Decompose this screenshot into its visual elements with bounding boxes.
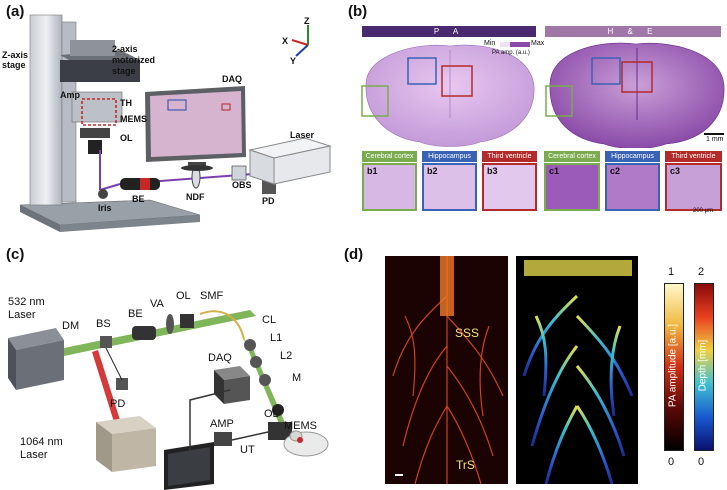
- label-two-axis-stage: 2-axis motorized stage: [112, 44, 156, 76]
- panel-a-label: (a): [6, 3, 25, 20]
- thumb-c1-label: c1: [549, 166, 560, 176]
- axis-label-y: Y: [290, 56, 297, 66]
- scale-bar-1mm: 1 mm: [706, 136, 724, 143]
- tag-hippocampus-pa: Hippocampus: [422, 151, 477, 162]
- label-z-stage: Z-axis stage: [2, 50, 29, 70]
- label-amp-c: AMP: [210, 418, 234, 430]
- label-pd: PD: [262, 196, 275, 206]
- legend-min: Min: [484, 40, 496, 47]
- label-pd-c: PD: [110, 398, 126, 410]
- label-ol: OL: [120, 133, 133, 143]
- label-cl: CL: [262, 314, 277, 326]
- thumb-b1-label: b1: [367, 166, 378, 176]
- colorbar-depth: [694, 283, 714, 451]
- tag-hippocampus-he: Hippocampus: [605, 151, 660, 162]
- label-th: TH: [120, 98, 132, 108]
- thumb-c2-label: c2: [610, 166, 621, 176]
- tag-third-ventricle-he: Third ventricle: [665, 151, 722, 162]
- label-ndf: NDF: [186, 192, 205, 202]
- panel-b-label: (b): [348, 3, 368, 20]
- thumb-b2: b2: [422, 163, 477, 211]
- label-iris: Iris: [98, 203, 112, 213]
- label-ol-c: OL: [176, 290, 191, 302]
- label-ut: UT: [240, 444, 255, 456]
- thumb-c1: c1: [544, 163, 600, 211]
- panel-c-label: (c): [6, 246, 25, 263]
- colorbar-pa-amplitude: [664, 283, 684, 451]
- legend-title: PA amp. (a.u.): [492, 50, 530, 56]
- tag-third-ventricle-pa: Third ventricle: [482, 151, 537, 162]
- label-smf: SMF: [200, 290, 224, 302]
- label-mems-c: MEMS: [284, 420, 317, 432]
- thumb-c3-label: c3: [670, 166, 681, 176]
- colorbar-depth-top: 2: [698, 266, 705, 278]
- thumb-b3-label: b3: [487, 166, 498, 176]
- colorbar-depth-bottom: 0: [698, 456, 705, 468]
- legend-max: Max: [531, 40, 545, 47]
- brain-images: [361, 42, 725, 148]
- label-amp: Amp: [60, 90, 80, 100]
- thumb-b1: b1: [362, 163, 417, 211]
- label-1064-laser: 1064 nm Laser: [20, 436, 63, 461]
- axis-label-x: X: [282, 36, 289, 46]
- label-va: VA: [150, 298, 164, 310]
- label-be: BE: [128, 308, 143, 320]
- label-ol-c2: OL: [264, 408, 279, 420]
- colorbar-pa-top: 1: [668, 266, 675, 278]
- colorbar-pa-title: PA amplitude [a.u.]: [667, 323, 679, 408]
- label-l2: L2: [280, 350, 293, 362]
- tag-cerebral-cortex-he: Cerebral cortex: [544, 151, 600, 162]
- panel-a-illustration: [19, 14, 332, 232]
- label-m: M: [292, 372, 302, 384]
- thumb-c3: c3: [665, 163, 722, 211]
- vasculature-pa-image: [385, 256, 508, 484]
- label-sss: SSS: [455, 326, 480, 340]
- label-bs: BS: [96, 318, 111, 330]
- scale-bar-200um: 200 μm: [693, 208, 714, 214]
- label-daq-c: DAQ: [208, 352, 232, 364]
- panel-c-illustration: [8, 310, 329, 490]
- label-l1: L1: [270, 332, 283, 344]
- colorbar-depth-title: Depth [mm]: [697, 339, 709, 392]
- label-dm: DM: [62, 320, 80, 332]
- axis-label-z: Z: [304, 16, 310, 26]
- label-obs: OBS: [232, 180, 252, 190]
- panel-d-label: (d): [344, 246, 364, 263]
- label-trs: TrS: [456, 458, 475, 472]
- tag-cerebral-cortex-pa: Cerebral cortex: [362, 151, 417, 162]
- label-532-laser: 532 nm Laser: [8, 296, 45, 321]
- thumb-b3: b3: [482, 163, 537, 211]
- label-be: BE: [132, 194, 145, 204]
- thumb-b2-label: b2: [427, 166, 438, 176]
- header-pa: P A: [362, 26, 536, 37]
- header-he: H & E: [545, 26, 721, 37]
- vasculature-depth-image: [516, 256, 638, 484]
- label-daq: DAQ: [222, 74, 242, 84]
- label-laser: Laser: [290, 130, 315, 140]
- colorbar-pa-bottom: 0: [668, 456, 675, 468]
- label-mems: MEMS: [120, 114, 147, 124]
- thumb-c2: c2: [605, 163, 660, 211]
